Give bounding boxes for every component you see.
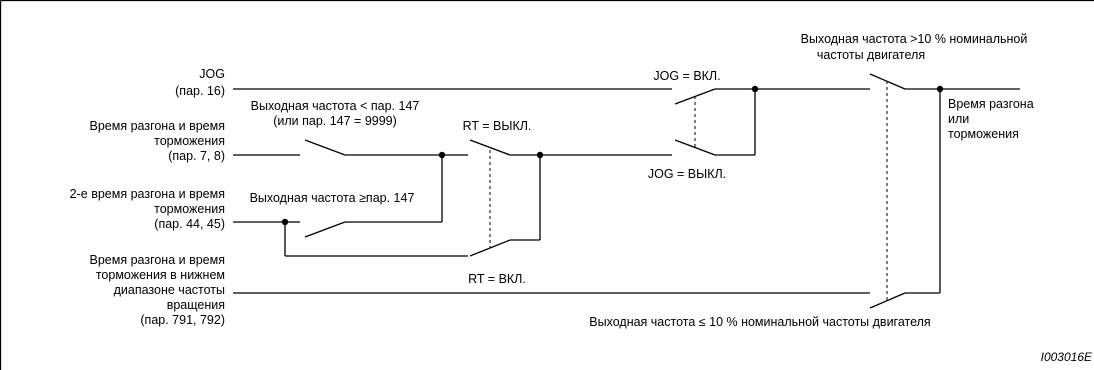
switch-rt-off bbox=[469, 139, 511, 156]
junction-output bbox=[936, 85, 944, 93]
cond-above147: Выходная частота ≥пар. 147 bbox=[250, 191, 415, 205]
output-label-2: или bbox=[948, 112, 969, 126]
junction-jog bbox=[751, 85, 759, 93]
cond-above10-1: Выходная частота >10 % номинальной bbox=[801, 32, 1028, 46]
accel1-label-2: торможения bbox=[154, 134, 225, 148]
cond-jog-on: JOG = ВКЛ. bbox=[653, 69, 720, 83]
switch-jog-off bbox=[674, 139, 716, 156]
accel2-label-2: торможения bbox=[154, 202, 225, 216]
cond-below147-1: Выходная частота < пар. 147 bbox=[251, 99, 420, 113]
switch-above147 bbox=[304, 221, 346, 238]
accel-low-label-4: вращения bbox=[167, 298, 225, 312]
cond-below147-2: (или пар. 147 = 9999) bbox=[273, 114, 397, 128]
switch-below10 bbox=[869, 292, 906, 309]
accel-low-label-2: торможения в нижнем bbox=[96, 268, 225, 282]
jog-label: JOG bbox=[199, 67, 225, 81]
cond-below10: Выходная частота ≤ 10 % номинальной част… bbox=[589, 315, 930, 329]
accel1-param: (пар. 7, 8) bbox=[168, 149, 225, 163]
cond-rt-on: RT = ВКЛ. bbox=[468, 272, 526, 286]
figure-code: I003016E bbox=[1041, 350, 1093, 364]
cond-above10-2: частоты двигателя bbox=[817, 48, 925, 62]
accel2-label-1: 2-е время разгона и время bbox=[70, 187, 225, 201]
junction-accel2 bbox=[281, 218, 289, 226]
cond-rt-off: RT = ВЫКЛ. bbox=[463, 119, 532, 133]
accel2-param: (пар. 44, 45) bbox=[154, 217, 225, 231]
jog-param: (пар. 16) bbox=[175, 84, 225, 98]
junction-rt bbox=[536, 151, 544, 159]
accel-low-label-1: Время разгона и время bbox=[90, 253, 226, 267]
junction-147 bbox=[438, 151, 446, 159]
output-label-1: Время разгона bbox=[948, 97, 1034, 111]
accel1-label-1: Время разгона и время bbox=[90, 119, 226, 133]
switch-accel1 bbox=[304, 139, 346, 156]
accel-low-param: (пар. 791, 792) bbox=[140, 313, 225, 327]
cond-jog-off: JOG = ВЫКЛ. bbox=[648, 167, 726, 181]
accel-low-label-3: диапазоне частоты bbox=[114, 283, 225, 297]
output-label-3: торможения bbox=[948, 127, 1019, 141]
